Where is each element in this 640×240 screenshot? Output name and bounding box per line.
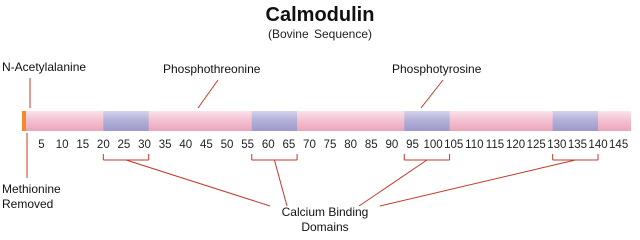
tick-label: 85 [365,139,378,151]
tick-label: 15 [76,139,89,151]
tick-label: 100 [424,139,443,151]
tick-label: 65 [282,139,295,151]
tick-label: 5 [38,139,44,151]
domain-connector-4 [379,159,576,207]
tick-label: 110 [465,139,483,151]
calmodulin-sequence-diagram: 5 10 15 20 25 30 35 40 45 50 55 60 65 70 75 80 85 90 95 100… [22,78,631,207]
phosphotyrosine-pointer [420,79,444,109]
domain-connector-1 [125,159,271,207]
domain-connector-3 [358,159,428,207]
tick-label: 140 [588,139,607,151]
n-terminal-marker [22,111,26,131]
tick-label: 55 [241,139,254,151]
tick-label: 50 [221,139,234,151]
n-acetylalanine-label: N-Acetylalanine [2,60,87,74]
tick-label: 95 [406,139,419,151]
calcium-binding-domain-3 [404,111,450,131]
calcium-binding-label-line1: Calcium Binding [281,205,369,219]
tick-label: 60 [262,139,275,151]
phosphothreonine-label: Phosphothreonine [163,62,261,76]
diagram-title: Calmodulin [265,4,375,26]
tick-label: 145 [609,139,628,151]
tick-label: 10 [56,139,69,151]
calcium-binding-domain-4 [552,111,599,131]
phosphothreonine-pointer [197,79,219,109]
tick-label: 45 [200,139,213,151]
tick-label: 120 [506,139,525,151]
calcium-binding-domain-2 [251,111,298,131]
tick-label: 70 [303,139,316,151]
calcium-binding-domain-1 [103,111,149,131]
diagram-subtitle: (Bovine Sequence) [267,27,373,41]
methionine-removed-label-line1: Methionine [2,182,61,196]
tick-label: 115 [486,139,504,151]
tick-label: 135 [568,139,587,151]
tick-label: 40 [179,139,192,151]
tick-label: 125 [527,139,546,151]
tick-label: 75 [324,139,337,151]
methionine-removed-label-line2: Removed [2,197,54,211]
tick-label: 130 [547,139,566,151]
tick-label: 105 [444,139,463,151]
sequence-bar [25,111,631,131]
tick-label: 20 [97,139,110,151]
calcium-binding-label-line2: Domains [301,220,349,234]
domain-connector-2 [273,159,288,207]
tick-label: 90 [385,139,398,151]
tick-label: 30 [138,139,151,151]
tick-label: 35 [159,139,172,151]
phosphotyrosine-label: Phosphotyrosine [392,62,482,76]
tick-label: 80 [344,139,357,151]
tick-label: 25 [118,139,131,151]
